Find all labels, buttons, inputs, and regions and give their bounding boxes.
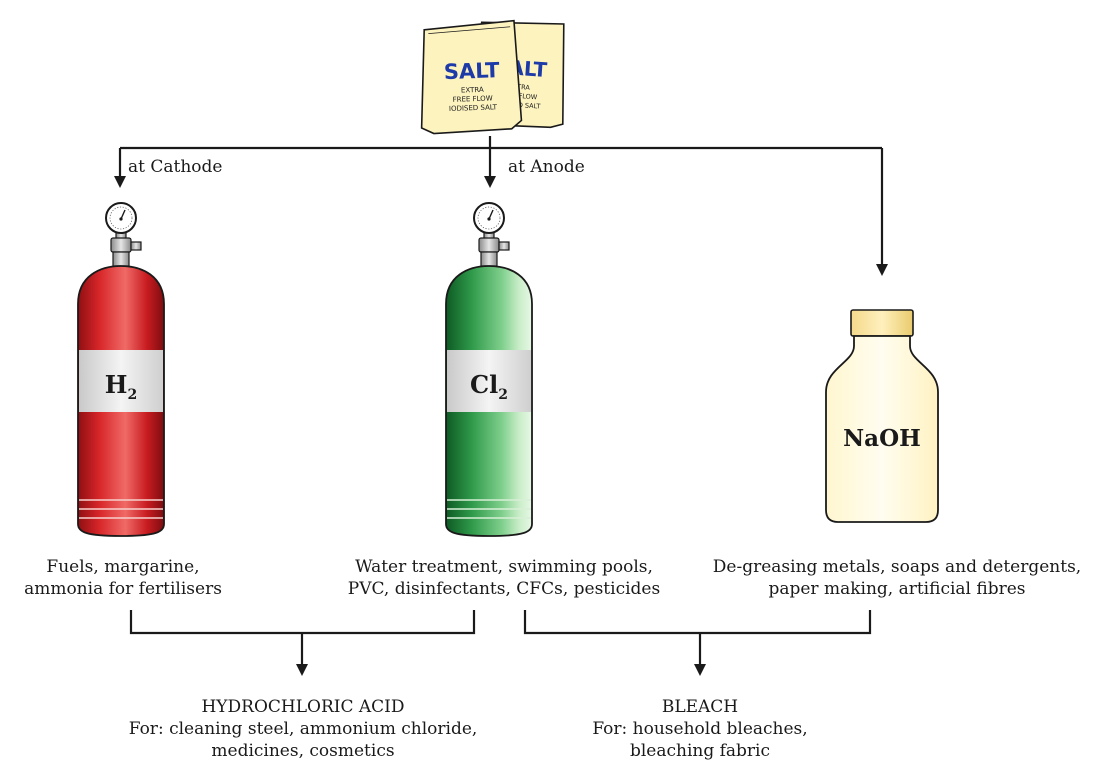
naoh-uses-line1: De-greasing metals, soaps and detergents… (712, 557, 1082, 577)
top-connectors (114, 136, 888, 276)
h2-uses-line1: Fuels, margarine, (46, 557, 200, 577)
bleach-uses-line2: bleaching fabric (629, 741, 771, 761)
naoh-bottle-body (825, 335, 939, 523)
h2-valve (110, 237, 142, 267)
salt-bag-front-brand: SALT (443, 58, 500, 84)
hcl-uses-line1: For: cleaning steel, ammonium chloride, (128, 719, 478, 739)
anode-label: at Anode (508, 157, 585, 177)
h2-pressure-gauge (105, 202, 137, 241)
cl2-uses-line1: Water treatment, swimming pools, (355, 557, 653, 577)
naoh-uses: De-greasing metals, soaps and detergents… (713, 556, 1081, 600)
bottom-connectors (129, 610, 872, 676)
salt-bag-front-line2: FREE FLOW (452, 94, 492, 103)
cl2-uses: Water treatment, swimming pools, PVC, di… (348, 556, 660, 600)
bleach-product: BLEACH For: household bleaches, bleachin… (592, 696, 807, 762)
salt-bag-front: SALT EXTRA FREE FLOW IODISED SALT (420, 19, 523, 135)
cl2-pressure-gauge (473, 202, 505, 241)
naoh-formula: NaOH (843, 425, 921, 452)
bleach-uses-line1: For: household bleaches, (592, 719, 808, 739)
h2-uses-line2: ammonia for fertilisers (24, 579, 222, 599)
salt-bag-front-line1: EXTRA (461, 86, 484, 95)
bleach-name: BLEACH (661, 697, 739, 717)
h2-symbol: H (105, 370, 128, 399)
hcl-name: HYDROCHLORIC ACID (201, 697, 405, 717)
h2-label-band (79, 350, 163, 412)
cl2-valve (478, 237, 510, 267)
salt-bag-front-line3: IODISED SALT (449, 103, 498, 113)
naoh-bottle: NaOH (825, 309, 939, 523)
cl2-uses-line2: PVC, disinfectants, CFCs, pesticides (347, 579, 661, 599)
bleach-bracket (523, 610, 872, 635)
cl2-formula: Cl2 (470, 370, 508, 403)
cl2-symbol: Cl (470, 370, 498, 399)
naoh-bottle-cap (850, 309, 914, 337)
cl2-cylinder: Cl2 (445, 202, 533, 537)
hcl-product: HYDROCHLORIC ACID For: cleaning steel, a… (129, 696, 478, 762)
naoh-uses-line2: paper making, artificial fibres (768, 579, 1026, 599)
h2-formula: H2 (105, 370, 137, 403)
salt-bags: SALT EXTRA FREE FLOW IODISED SALT SALT E… (420, 19, 565, 135)
cl2-label-band (447, 350, 531, 412)
h2-uses: Fuels, margarine, ammonia for fertiliser… (24, 556, 222, 600)
h2-cylinder: H2 (77, 202, 165, 537)
hcl-bracket (129, 610, 476, 635)
cl2-subscript: 2 (498, 387, 508, 403)
hcl-uses-line2: medicines, cosmetics (211, 741, 395, 761)
h2-subscript: 2 (127, 387, 137, 403)
cathode-label: at Cathode (128, 157, 223, 177)
